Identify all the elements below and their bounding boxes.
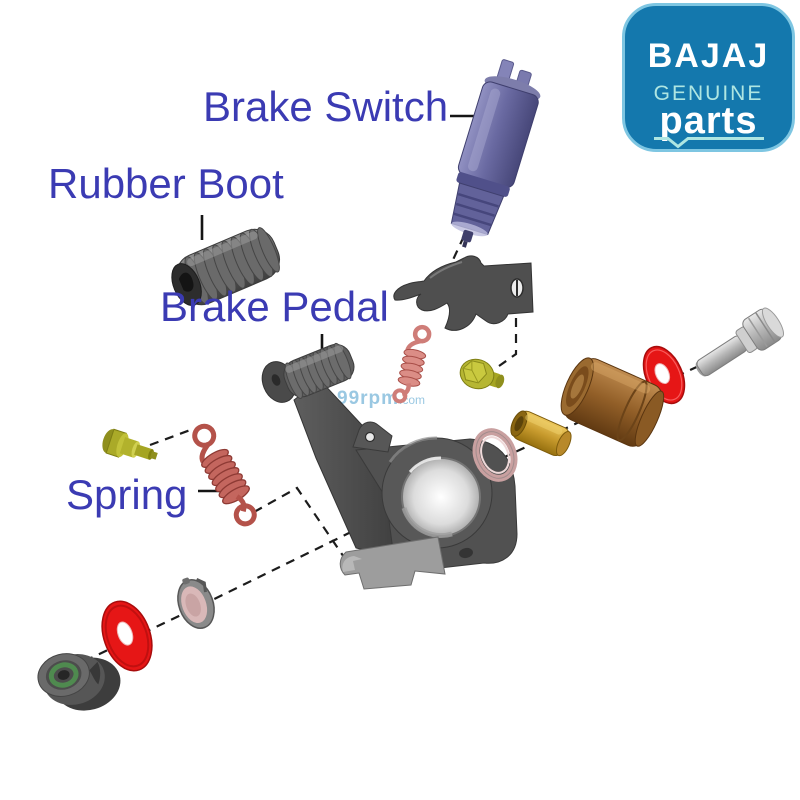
spring-to-pedal-line	[253, 486, 353, 570]
rubber-boot-part	[171, 227, 280, 306]
brake-switch-label: Brake Switch	[203, 83, 449, 130]
brass-sleeve-part	[510, 410, 572, 457]
watermark-main: 99rpm	[337, 388, 400, 409]
pivot-bolt-part	[695, 307, 785, 377]
brake-pedal-label: Brake Pedal	[160, 283, 389, 330]
brake-pedal-part	[261, 342, 518, 590]
o-ring-part	[472, 428, 518, 482]
logo-genuine-text: GENUINE	[653, 82, 764, 105]
spring-pin-part	[102, 428, 158, 460]
return-spring-part	[192, 423, 257, 527]
red-washer-left-part	[101, 600, 153, 672]
bracket-to-bolt-line	[498, 302, 518, 367]
logo-parts-underline	[653, 137, 764, 149]
switch-bracket-part	[393, 255, 534, 331]
logo-parts-text: parts	[659, 100, 758, 142]
bajaj-genuine-parts-logo: BAJAJ GENUINE parts	[622, 3, 795, 152]
switch-bolt-part	[459, 358, 505, 390]
brake-switch-part	[450, 59, 541, 248]
switch-spring-part	[392, 324, 432, 404]
pin-to-spring-line	[149, 427, 194, 447]
ring-washer-part	[177, 577, 215, 629]
pivot-bushing-part	[560, 357, 665, 447]
lock-nut-part	[37, 653, 121, 711]
logo-brand-text: BAJAJ	[647, 37, 770, 75]
rubber-boot-label: Rubber Boot	[48, 160, 284, 207]
spring-label: Spring	[66, 471, 188, 518]
